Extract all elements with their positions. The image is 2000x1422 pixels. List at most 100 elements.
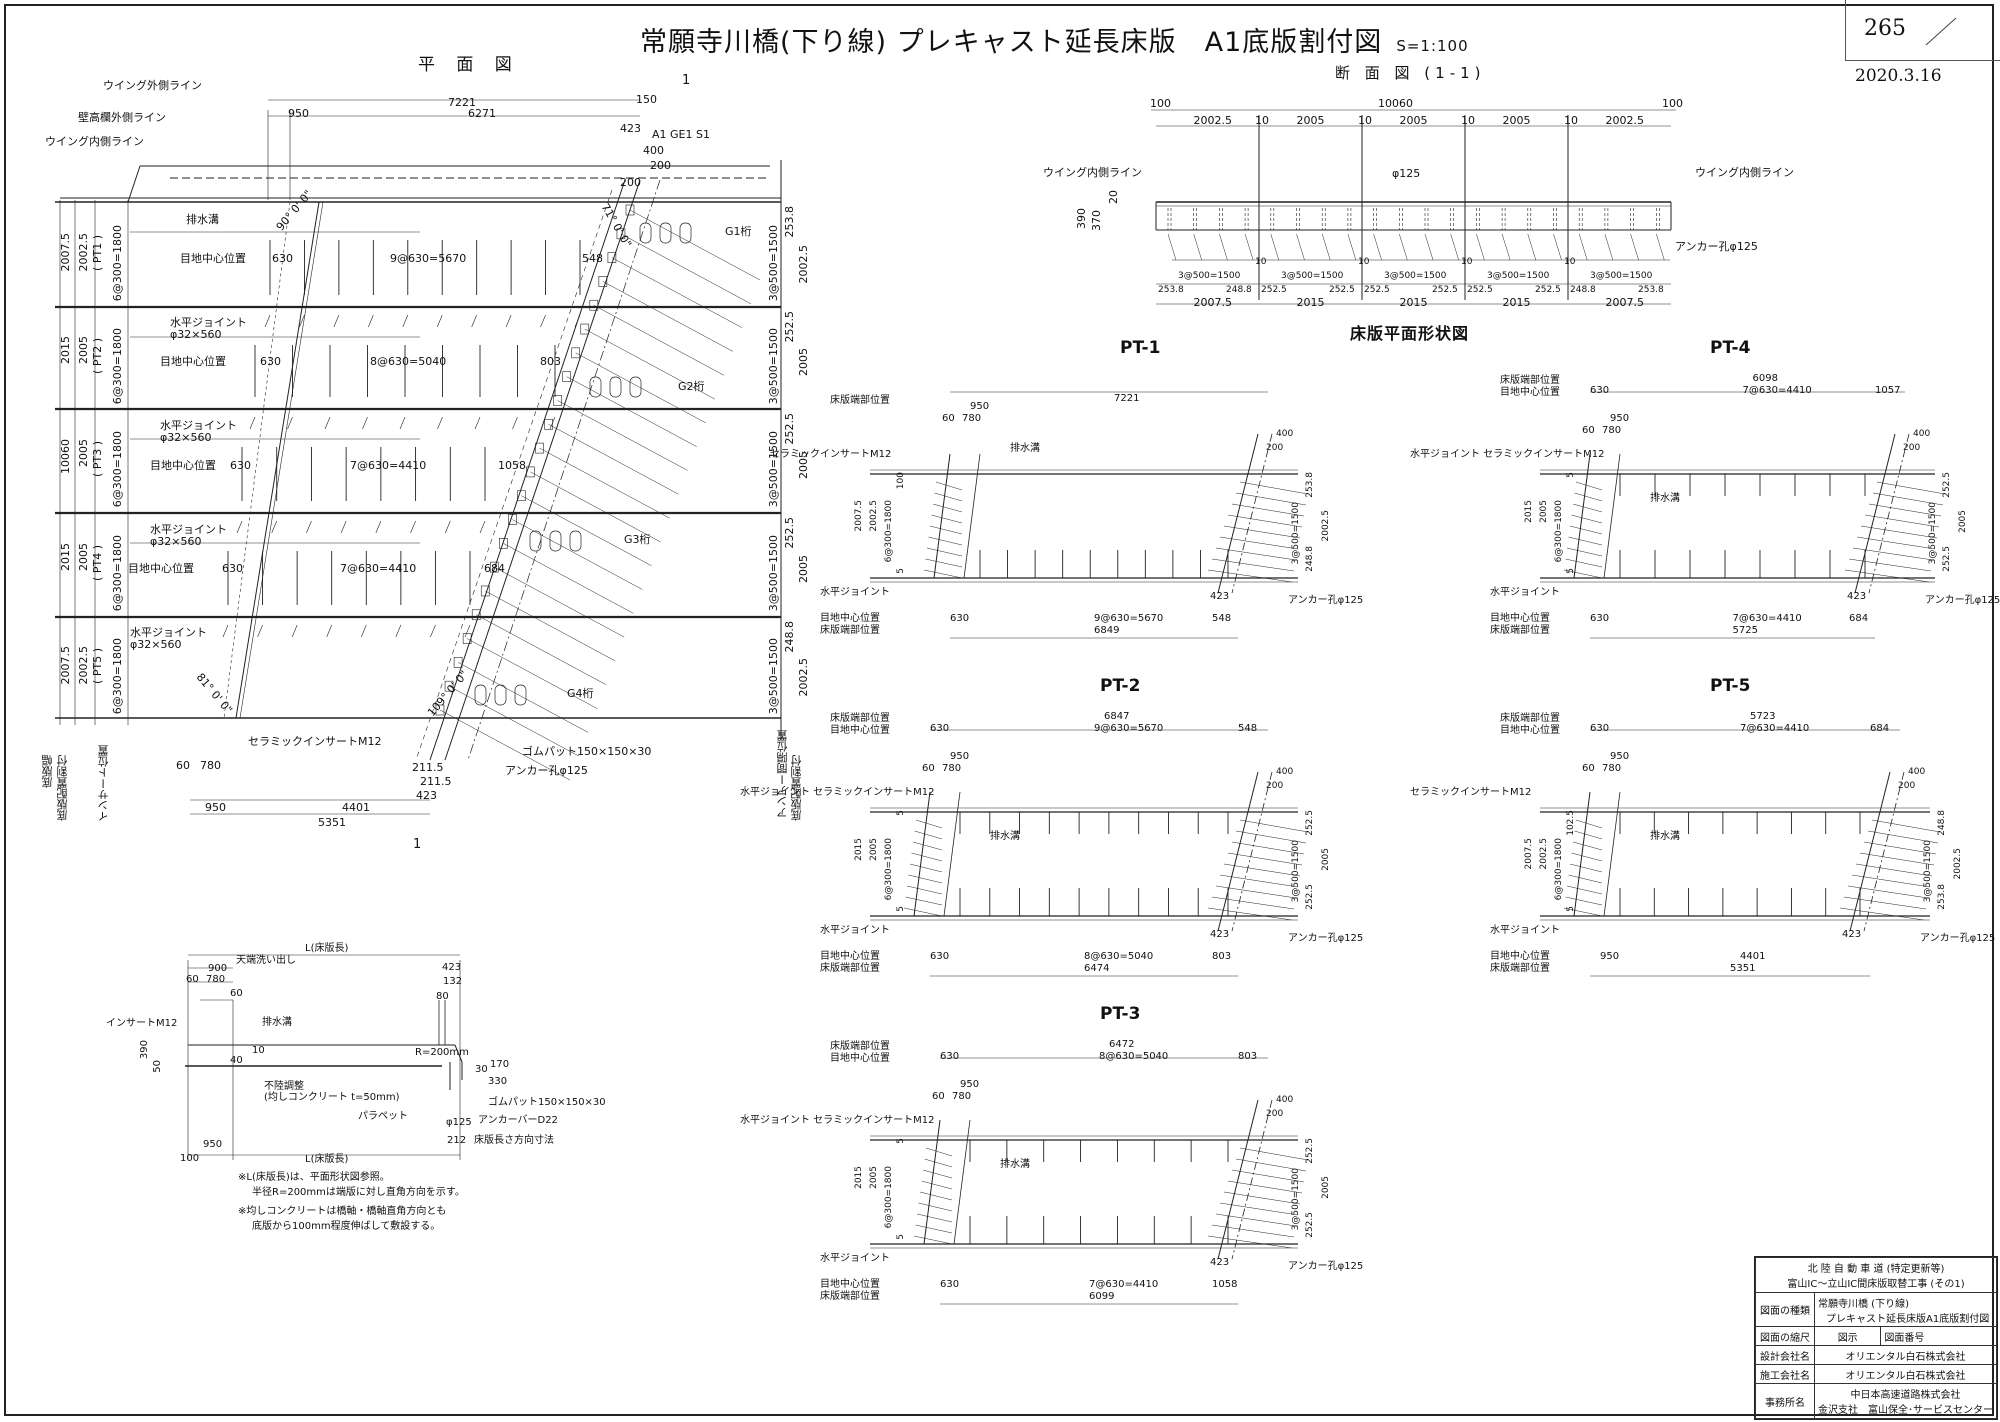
dim-200a: 200 bbox=[650, 159, 671, 172]
section-lower-dim: 10 bbox=[1461, 257, 1473, 267]
drain-label: 排水溝 bbox=[1650, 493, 1680, 504]
detail-length-dir: 床版長さ方向寸法 bbox=[474, 1135, 554, 1146]
panel-anchor-hatch bbox=[1855, 863, 1933, 877]
ceramic-insert-label: 水平ジョイント セラミックインサートM12 bbox=[740, 787, 935, 798]
panel-row-label: 床版端部位置 bbox=[820, 1291, 880, 1302]
panel-dim: 5351 bbox=[1730, 963, 1756, 974]
line bbox=[362, 416, 368, 430]
panel-anchor-hatch bbox=[1231, 1169, 1305, 1183]
panel-row-label: 床版端部位置 bbox=[820, 963, 880, 974]
dim-423-bottom: 423 bbox=[416, 789, 437, 802]
girder-g1: G1桁 bbox=[725, 225, 752, 238]
panel-hatch bbox=[1572, 503, 1603, 513]
section-lower-dim: 3@500=1500 bbox=[1590, 271, 1653, 281]
section-lower-dim: 252.5 bbox=[1329, 285, 1355, 295]
plan-row-pt: ( PT1 ) bbox=[91, 234, 104, 271]
parapet-outer-label: 壁高欄外側ライン bbox=[78, 111, 166, 124]
line bbox=[333, 314, 340, 328]
section-lower-dim: 3@500=1500 bbox=[1281, 271, 1344, 281]
line bbox=[1231, 433, 1273, 594]
panel-anchor-hatch bbox=[1211, 896, 1295, 910]
anchor-hole-label: アンカー孔φ125 bbox=[505, 764, 588, 777]
section-sub-dim: 10 bbox=[1564, 114, 1578, 127]
dim-60: 60 bbox=[176, 759, 190, 772]
panel-left-dim: 2015 bbox=[854, 838, 864, 861]
panel-right-dim: 3@500=1500 bbox=[1928, 502, 1938, 565]
anchor-hole-mark bbox=[544, 418, 553, 430]
anchor-hatch bbox=[485, 590, 616, 662]
anchor-hatch bbox=[629, 209, 761, 281]
panel-hatch bbox=[1566, 547, 1603, 557]
panel-row-label: 床版端部位置 bbox=[1490, 625, 1550, 636]
panel-dim-780: 780 bbox=[952, 1091, 972, 1102]
panel-row-label: 目地中心位置 bbox=[1490, 613, 1550, 624]
panel-title: PT-2 bbox=[1100, 676, 1141, 696]
h-joint-label: 水平ジョイント bbox=[820, 587, 890, 598]
panel-hatch bbox=[924, 1158, 953, 1168]
panel-dim-200: 200 bbox=[1266, 781, 1284, 791]
detail-d950: 950 bbox=[203, 1139, 223, 1150]
dim-150: 150 bbox=[636, 93, 657, 106]
anchor-hole-mark bbox=[526, 466, 535, 478]
anchor-hole-mark bbox=[471, 609, 481, 621]
panel-dim-200: 200 bbox=[1898, 781, 1916, 791]
line bbox=[399, 416, 406, 430]
plan-row-width-sub: 2002.5 bbox=[77, 232, 90, 272]
line bbox=[1656, 233, 1665, 261]
anchor-hole-label: アンカー孔φ125 bbox=[1288, 595, 1364, 606]
section-lower-dim: 252.5 bbox=[1364, 285, 1390, 295]
panel-left-dim: 6@300=1800 bbox=[1554, 500, 1564, 563]
panel-dim: 6098 bbox=[1752, 373, 1778, 384]
line bbox=[223, 201, 291, 719]
line bbox=[1476, 233, 1485, 261]
anchor-hatch bbox=[611, 257, 743, 328]
panel-dim-950: 950 bbox=[1610, 413, 1630, 424]
panel-hatch bbox=[1571, 514, 1603, 524]
line bbox=[402, 314, 409, 328]
line bbox=[437, 416, 443, 430]
rubber-pad-mark bbox=[474, 684, 487, 706]
section-sub-dim: 2005 bbox=[1296, 114, 1325, 127]
panel-dim-400: 400 bbox=[1913, 429, 1931, 439]
dim-7221: 7221 bbox=[448, 96, 476, 109]
line bbox=[963, 453, 981, 579]
joint-center-dim: 1058 bbox=[498, 459, 526, 472]
panel-dim: 803 bbox=[1212, 951, 1232, 962]
panel-left-dim: 2002.5 bbox=[869, 500, 879, 532]
panel-dim: 630 bbox=[1590, 385, 1610, 396]
panel-left-dim: 5 bbox=[1566, 472, 1576, 478]
panel-anchor-hatch bbox=[1219, 536, 1299, 550]
section-heading: 断 面 図 (1-1) bbox=[1335, 64, 1486, 82]
section-top-dim: 100 bbox=[1662, 97, 1683, 110]
panel-dim-60: 60 bbox=[922, 763, 935, 774]
section-hole-label: φ125 bbox=[1392, 167, 1421, 180]
panel-dim-423: 423 bbox=[1847, 591, 1867, 602]
skew-line-right bbox=[429, 179, 626, 761]
panel-anchor-hatch bbox=[1207, 907, 1293, 921]
abutment-label: A1 GE1 S1 bbox=[652, 128, 710, 141]
panel-anchor-hatch bbox=[1859, 852, 1935, 866]
dim-5351: 5351 bbox=[318, 816, 346, 829]
panel-dim: 6847 bbox=[1104, 711, 1130, 722]
panel-dim-400: 400 bbox=[1276, 429, 1294, 439]
panel-dim: 630 bbox=[940, 1051, 960, 1062]
detail-dim-390: 390 bbox=[139, 1040, 150, 1060]
panel-anchor-hatch bbox=[1227, 514, 1303, 528]
panel-dim: 630 bbox=[1590, 613, 1610, 624]
plan-row-pitch: 6@300=1800 bbox=[111, 431, 124, 508]
plan-row-width-sub: 2005 bbox=[77, 543, 90, 571]
joint-center-dim: 548 bbox=[582, 252, 603, 265]
panel-left-dim: 5 bbox=[896, 1138, 906, 1144]
panel-row-label: 目地中心位置 bbox=[820, 951, 880, 962]
joint-center-dim: 7@630=4410 bbox=[350, 459, 427, 472]
line bbox=[264, 314, 271, 328]
panel-anchor-hatch bbox=[1839, 907, 1925, 921]
panel-row-label: 床版端部位置 bbox=[830, 1041, 890, 1052]
title-block: 北 陸 自 動 車 道 (特定更新等)富山IC～立山IC間床版取替工事 (その1… bbox=[1754, 1256, 1998, 1420]
panel-anchor-hatch bbox=[1876, 481, 1946, 495]
plan-row-right-2: 3@500=1500 bbox=[767, 224, 780, 301]
line bbox=[1167, 233, 1177, 261]
anchor-hatch bbox=[530, 471, 661, 543]
detail-leveling2: (均しコンクリート t=50mm) bbox=[264, 1092, 400, 1103]
